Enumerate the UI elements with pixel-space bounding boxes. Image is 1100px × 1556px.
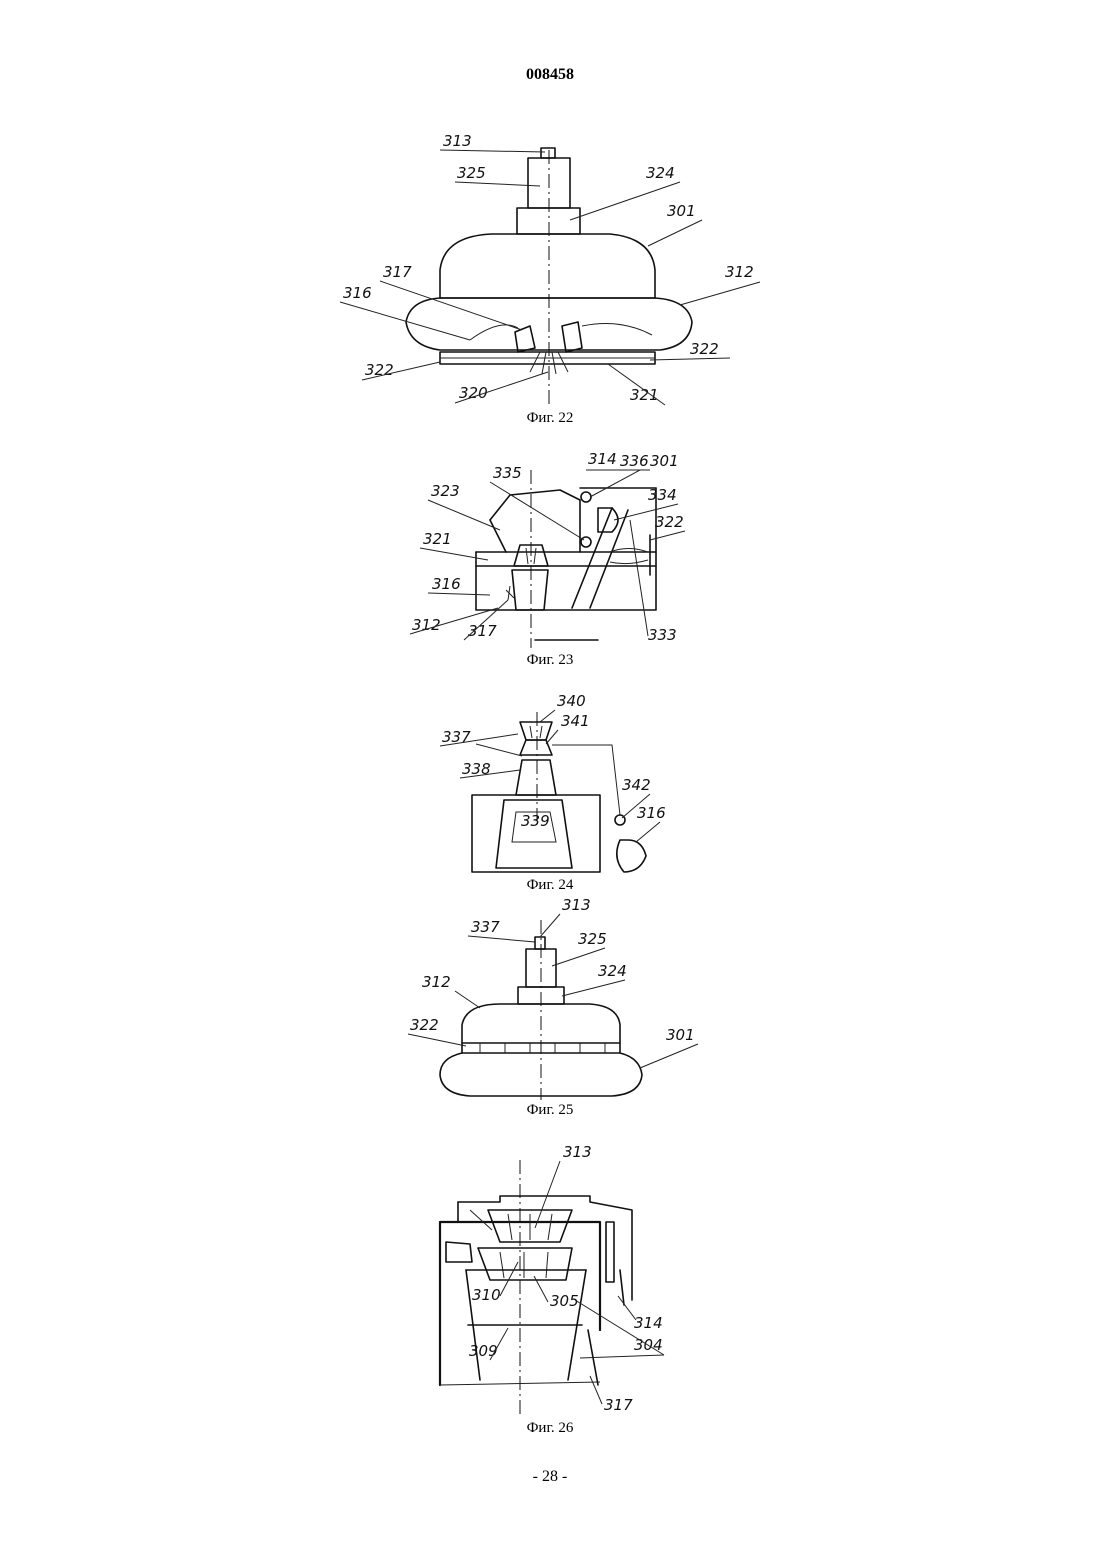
label-309: 309 <box>469 1342 498 1360</box>
label-305: 305 <box>550 1292 579 1310</box>
label-335: 335 <box>493 464 522 482</box>
label-337: 337 <box>471 918 500 936</box>
label-317: 317 <box>468 622 497 640</box>
label-339: 339 <box>521 812 550 830</box>
label-313: 313 <box>443 132 472 150</box>
label-322-right: 322 <box>690 340 719 358</box>
label-324: 324 <box>598 962 627 980</box>
label-334: 334 <box>648 486 677 504</box>
label-316: 316 <box>432 575 461 593</box>
figure-23-caption: Фиг. 23 <box>0 652 1100 669</box>
label-322: 322 <box>655 513 684 531</box>
label-313: 313 <box>563 1143 592 1161</box>
label-316: 316 <box>343 284 372 302</box>
label-314: 314 <box>588 450 617 468</box>
label-317: 317 <box>604 1396 633 1414</box>
label-314: 314 <box>634 1314 663 1332</box>
label-301: 301 <box>666 1026 695 1044</box>
label-338: 338 <box>462 760 491 778</box>
figure-26-caption: Фиг. 26 <box>0 1420 1100 1437</box>
label-301: 301 <box>667 202 696 220</box>
figure-26-drawing: 313 310 305 314 304 309 317 <box>0 1138 1100 1423</box>
label-336: 336 <box>620 452 649 470</box>
label-313: 313 <box>562 896 591 914</box>
figure-24-caption: Фиг. 24 <box>0 877 1100 894</box>
figure-23-drawing: 314 336 301 335 323 334 322 321 316 312 … <box>0 448 1100 648</box>
label-333: 333 <box>648 626 677 644</box>
figure-24-drawing: 340 341 337 338 342 316 339 <box>0 690 1100 880</box>
label-312: 312 <box>422 973 451 991</box>
label-340: 340 <box>557 692 586 710</box>
figure-22-caption: Фиг. 22 <box>0 410 1100 427</box>
label-316: 316 <box>637 804 666 822</box>
label-310: 310 <box>472 1286 501 1304</box>
label-321: 321 <box>423 530 452 548</box>
label-323: 323 <box>431 482 460 500</box>
label-325: 325 <box>578 930 607 948</box>
label-312: 312 <box>412 616 441 634</box>
label-301: 301 <box>650 452 679 470</box>
label-322: 322 <box>410 1016 439 1034</box>
figure-25-caption: Фиг. 25 <box>0 1102 1100 1119</box>
figure-25-drawing: 313 337 325 324 312 322 301 <box>0 895 1100 1105</box>
figure-22-drawing: 313 325 324 301 317 312 316 322 322 320 … <box>0 120 1100 410</box>
document-number: 008458 <box>0 66 1100 84</box>
label-325: 325 <box>457 164 486 182</box>
label-317: 317 <box>383 263 412 281</box>
page-number: - 28 - <box>0 1468 1100 1486</box>
label-342: 342 <box>622 776 651 794</box>
label-320: 320 <box>459 384 488 402</box>
label-321: 321 <box>630 386 659 404</box>
label-341: 341 <box>561 712 590 730</box>
label-324: 324 <box>646 164 675 182</box>
label-312: 312 <box>725 263 754 281</box>
